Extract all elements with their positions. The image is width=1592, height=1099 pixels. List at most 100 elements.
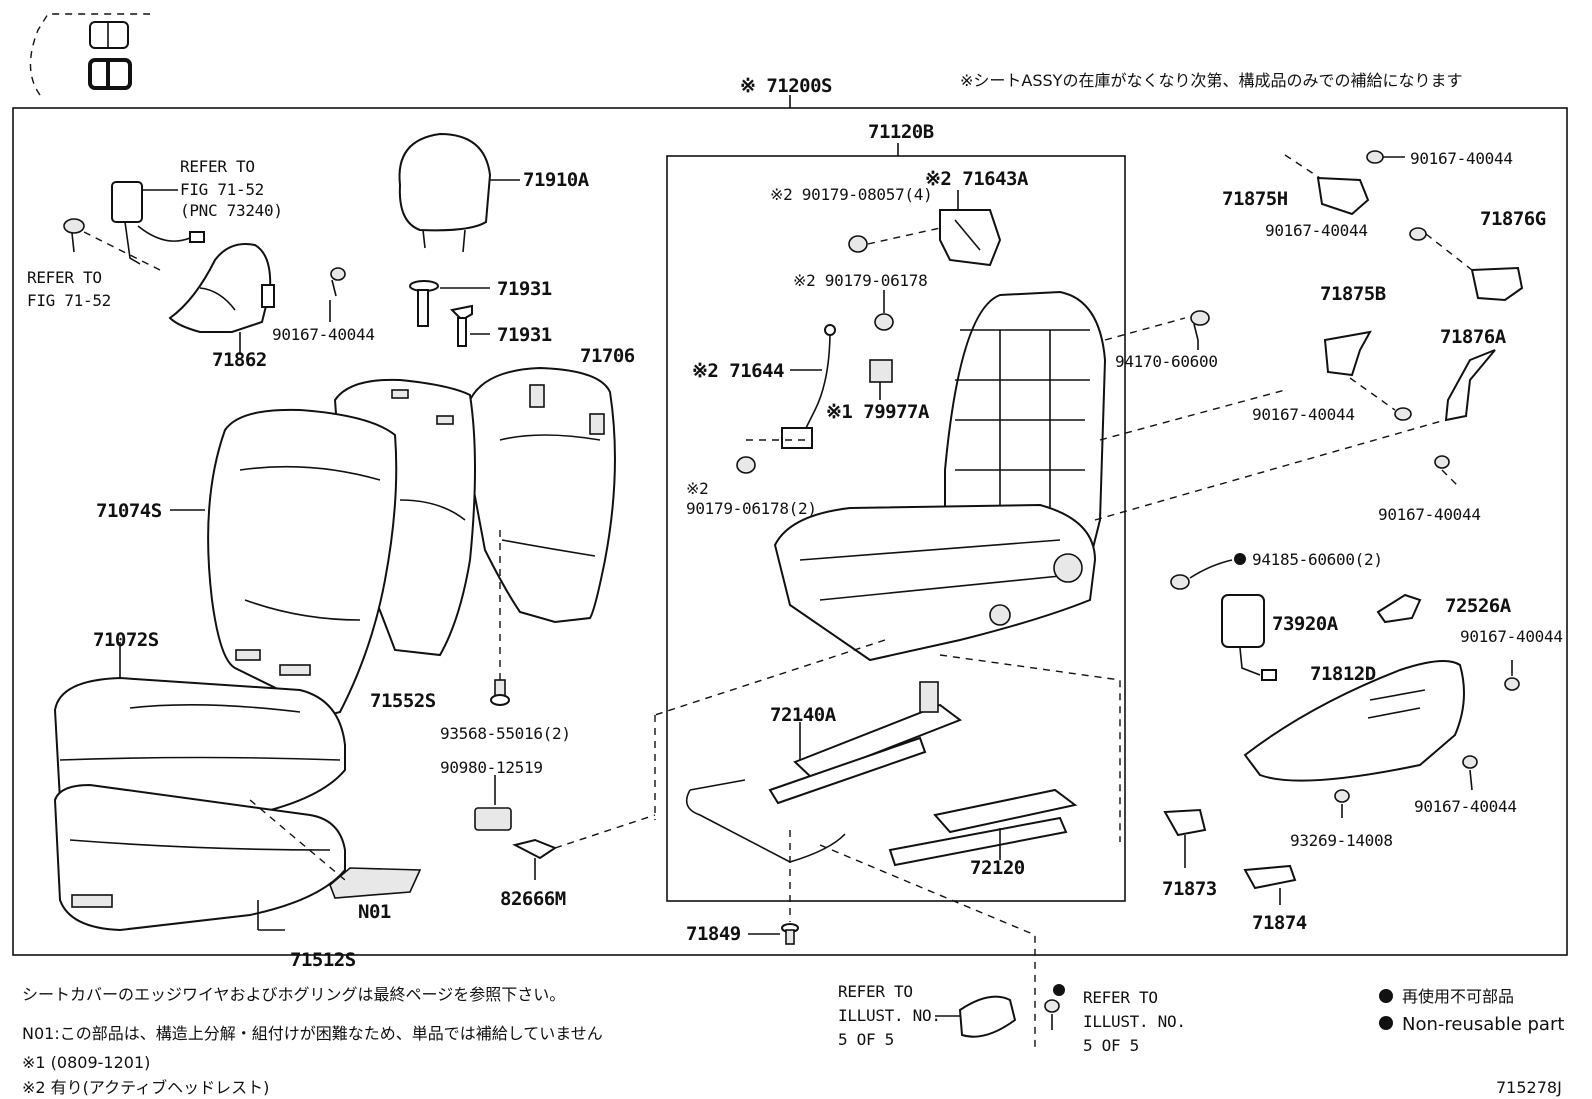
part-label: 71876A [1440,326,1507,348]
part-label: 90167-40044 [1414,797,1517,816]
refer-illust-b-line: REFER TO [1083,988,1158,1007]
legend-en: Non-reusable part [1402,1014,1564,1035]
bracket-71873-drawing [1163,808,1207,868]
refer-illust-b-line: ILLUST. NO. [1083,1012,1186,1031]
part-71862-drawing [168,243,346,355]
footer-note: N01:この部品は、構造上分解・組付けが困難なため、単品では補給していません [22,1024,603,1043]
seat-frame-drawing [773,290,1107,662]
part-label: 71072S [93,629,159,651]
refer-seatbelt-line: FIG 71-52 [180,180,264,199]
cover-71812D-drawing [1243,660,1465,782]
part-label: 90167-40044 [1265,221,1368,240]
part-73920A-drawing [1221,594,1277,681]
non-reusable-bullet-icon [1379,1016,1393,1030]
part-71643A-drawing [939,190,1002,267]
part-label: 93568-55016(2) [440,724,571,743]
part-71876A-drawing [1434,349,1496,489]
refer-illust-b-line: 5 OF 5 [1083,1036,1139,1055]
part-label: 90167-40044 [272,325,375,344]
assy-note: ※シートASSYの在庫がなくなり次第、構成品のみでの補給になります [960,71,1462,90]
part-label: 90980-12519 [440,758,543,777]
part-label: ※2 71644 [692,360,784,382]
cushion-pad-71512S-drawing [53,783,346,932]
screw-90167-f-drawing [1504,660,1520,691]
part-label: ※2 [686,479,708,498]
screw-90167-g-drawing [1462,755,1478,791]
back-cover-71074S-drawing [170,408,398,718]
part-label: 72140A [770,704,837,726]
connector-90980-drawing [474,775,512,831]
part-label: 94170-60600 [1115,352,1218,371]
part-71875B-drawing [1323,330,1412,421]
part-71875H-drawing [1284,150,1405,216]
part-label: 71512S [290,949,356,971]
rail-72120-drawing [888,788,1078,867]
legend-jp: 再使用不可部品 [1402,987,1514,1006]
headrest-drawing [398,132,520,253]
refer-seatbelt-line: REFER TO [180,157,255,176]
screw-93269-drawing [1334,789,1350,818]
assy-number: ※ 71200S [740,75,832,97]
part-72526A-drawing [1376,593,1422,624]
nut-90179-06178-drawing [874,290,894,331]
part-label: 71812D [1310,663,1376,685]
part-label: 90167-40044 [1410,149,1513,168]
part-label: 71706 [580,345,635,367]
part-label: 71849 [686,923,741,945]
part-label: 71875B [1320,283,1386,305]
non-reusable-bullet-icon [1379,989,1393,1003]
bottom-refer-part-drawing [935,984,1065,1038]
bracket-71874-drawing [1243,864,1297,905]
part-label: 71931 [497,324,552,346]
footer-note: ※2 有り(アクティブヘッドレスト) [22,1078,269,1097]
part-label: 93269-14008 [1290,831,1393,850]
refer-illust-a-line: ILLUST. NO. [838,1006,941,1025]
footer-note: シートカバーのエッジワイヤおよびホグリングは最終ページを参照下さい。 [22,985,565,1004]
footer-note: ※1 (0809-1201) [22,1053,150,1072]
part-82666M-drawing [512,814,656,880]
refer-left-line: REFER TO [27,268,102,287]
part-71876G-drawing [1409,227,1524,302]
part-label: 90167-40044 [1460,627,1563,646]
part-label: 71876G [1480,208,1546,230]
part-label: ※2 71643A [925,168,1029,190]
part-label: 72526A [1445,595,1512,617]
bolt-93568-drawing [490,530,510,706]
part-label: 71875H [1222,188,1288,210]
nut-90179-08057-drawing [848,227,941,253]
part-label: 71873 [1162,878,1217,900]
part-label: ※2 90179-06178 [793,271,927,290]
part-label: 71910A [523,169,590,191]
cable-71644-drawing [781,324,836,449]
label-79977A-drawing [869,359,893,400]
part-label: 90167-40044 [1252,405,1355,424]
legend: 再使用不可部品 Non-reusable part [1379,987,1564,1035]
part-label: 73920A [1272,613,1339,635]
refer-seatbelt-line: (PNC 73240) [180,201,283,220]
screw-refer-left [63,218,161,271]
part-label: N01 [358,901,391,923]
part-label: 71931 [497,278,552,300]
part-label: ※2 90179-08057(4) [770,185,932,204]
screw-71849-drawing [748,830,799,945]
refer-illust-a-line: REFER TO [838,982,913,1001]
part-label: 71874 [1252,912,1307,934]
refer-left-line: FIG 71-52 [27,291,111,310]
clip-94170-drawing [1190,310,1210,350]
nut-90179-06178-2-drawing [736,439,810,474]
part-label: 90167-40044 [1378,505,1481,524]
part-label: 90179-06178(2) [686,499,817,518]
headrest-guide-drawing [409,280,490,347]
part-label: 94185-60600(2) [1252,550,1383,569]
part-label: 71074S [96,500,162,522]
part-label: 71862 [212,349,267,371]
seatbelt-buckle-drawing [111,181,205,265]
towel-bar-wire-drawing [685,779,846,863]
part-label: 82666M [500,888,566,910]
seat-position-icon [29,13,150,96]
frame-subassembly-box [666,155,1126,902]
part-N01-drawing [249,799,422,899]
clip-94185-drawing [1170,553,1246,590]
back-panel-71706-drawing [469,366,616,624]
